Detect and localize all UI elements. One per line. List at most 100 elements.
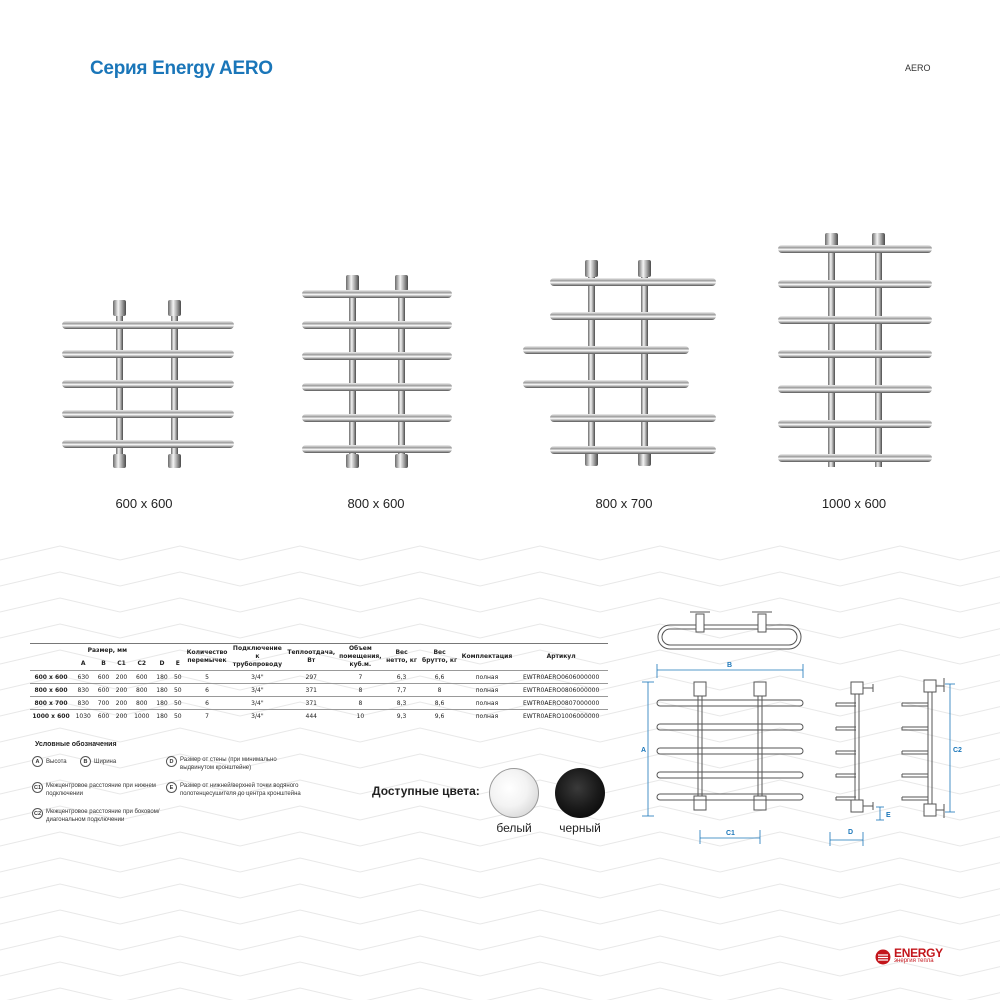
col-sku: Артикул — [514, 643, 608, 671]
dim-label-b: B — [727, 662, 732, 669]
energy-logo: ENERGY энергия тепла — [875, 946, 943, 965]
energy-logo-icon — [875, 949, 891, 965]
table-cell-sku: EWTR0AERO0806000000 — [514, 683, 608, 697]
product-800x600 — [302, 275, 452, 468]
table-cell-gross: 8 — [419, 683, 460, 697]
legend-title: Условные обозначения — [35, 741, 117, 748]
table-cell-a: 830 — [72, 683, 95, 697]
product-images — [62, 233, 932, 468]
logo-main-text: ENERGY — [894, 946, 943, 960]
table-cell-conn: 3/4" — [229, 670, 286, 684]
table-cell-b: 600 — [94, 683, 113, 697]
table-cell-b: 600 — [94, 670, 113, 684]
col-heat: Теплоотдача, Вт — [285, 643, 338, 671]
color-swatch-white — [489, 768, 539, 818]
color-label-white: белый — [496, 821, 532, 835]
table-cell-c1: 200 — [112, 696, 131, 710]
table-cell-e: 50 — [171, 696, 185, 710]
table-cell-vol: 8 — [337, 696, 384, 710]
table-cell-c2: 800 — [130, 696, 153, 710]
product-800x700 — [523, 260, 716, 466]
header-size: Размер, мм — [30, 643, 185, 657]
table-cell-bars: 6 — [184, 683, 230, 697]
table-cell-conn: 3/4" — [229, 683, 286, 697]
table-cell-heat: 371 — [285, 683, 338, 697]
col-c2: C2 — [137, 659, 147, 667]
table-cell-sku: EWTR0AERO0606000000 — [514, 670, 608, 684]
product-label-800x600: 800 x 600 — [347, 496, 405, 511]
table-cell-d: 180 — [153, 709, 172, 723]
table-cell-net: 9,3 — [383, 709, 420, 723]
col-kit: Комплектация — [459, 643, 515, 671]
table-cell-d: 180 — [153, 670, 172, 684]
table-cell-net: 8,3 — [383, 696, 420, 710]
table-cell-c1: 200 — [112, 709, 131, 723]
table-cell-size: 800 x 600 — [30, 683, 72, 697]
series-title: Серия Energy AERO — [90, 58, 273, 79]
table-cell-c2: 800 — [130, 683, 153, 697]
table-cell-size: 800 x 700 — [30, 696, 72, 710]
table-cell-vol: 10 — [337, 709, 384, 723]
table-cell-conn: 3/4" — [229, 709, 286, 723]
product-1000x600 — [778, 233, 932, 467]
technical-drawing: B A C1 D E C2 — [641, 611, 962, 846]
col-d: D — [159, 659, 165, 667]
table-cell-bars: 5 — [184, 670, 230, 684]
table-cell-a: 630 — [72, 670, 95, 684]
col-net-weight: Вес нетто, кг — [383, 643, 420, 671]
table-cell-bars: 7 — [184, 709, 230, 723]
table-cell-kit: полная — [459, 683, 515, 697]
table-cell-d: 180 — [153, 696, 172, 710]
table-cell-vol: 7 — [337, 670, 384, 684]
table-cell-c2: 1000 — [130, 709, 153, 723]
table-cell-heat: 444 — [285, 709, 338, 723]
table-cell-a: 1030 — [72, 709, 95, 723]
table-cell-b: 700 — [94, 696, 113, 710]
table-cell-size: 600 x 600 — [30, 670, 72, 684]
table-cell-net: 7,7 — [383, 683, 420, 697]
col-volume: Объем помещения, куб.м. — [337, 643, 384, 671]
table-cell-kit: полная — [459, 709, 515, 723]
col-b: B — [101, 659, 106, 667]
product-label-600x600: 600 x 600 — [115, 496, 173, 511]
table-cell-size: 1000 x 600 — [30, 709, 72, 723]
dim-label-c2: C2 — [953, 747, 962, 754]
col-size-empty — [30, 657, 72, 671]
table-cell-bars: 6 — [184, 696, 230, 710]
logo-sub-text: энергия тепла — [894, 958, 934, 964]
table-cell-vol: 8 — [337, 683, 384, 697]
table-cell-gross: 8,6 — [419, 696, 460, 710]
dim-label-a: A — [641, 747, 646, 754]
col-e: E — [175, 659, 180, 667]
specs-table: Размер, мм Количество перемычек Подключе… — [30, 643, 608, 723]
table-cell-sku: EWTR0AERO0807000000 — [514, 696, 608, 710]
table-cell-heat: 297 — [285, 670, 338, 684]
col-c1: C1 — [117, 659, 126, 667]
product-label-1000x600: 1000 x 600 — [821, 496, 887, 511]
col-connection: Подключение к трубопроводу — [229, 643, 286, 671]
table-cell-kit: полная — [459, 696, 515, 710]
col-bars: Количество перемычек — [184, 643, 230, 671]
table-cell-e: 50 — [171, 709, 185, 723]
table-cell-gross: 9,6 — [419, 709, 460, 723]
col-gross-weight: Вес брутто, кг — [419, 643, 460, 671]
dim-label-c1: C1 — [726, 830, 735, 837]
color-swatch-black — [555, 768, 605, 818]
dim-label-e: E — [886, 812, 891, 819]
series-code: AERO — [905, 63, 931, 73]
table-cell-e: 50 — [171, 683, 185, 697]
color-label-black: черный — [559, 821, 601, 835]
col-a: A — [80, 659, 86, 667]
table-cell-c1: 200 — [112, 683, 131, 697]
table-cell-d: 180 — [153, 683, 172, 697]
